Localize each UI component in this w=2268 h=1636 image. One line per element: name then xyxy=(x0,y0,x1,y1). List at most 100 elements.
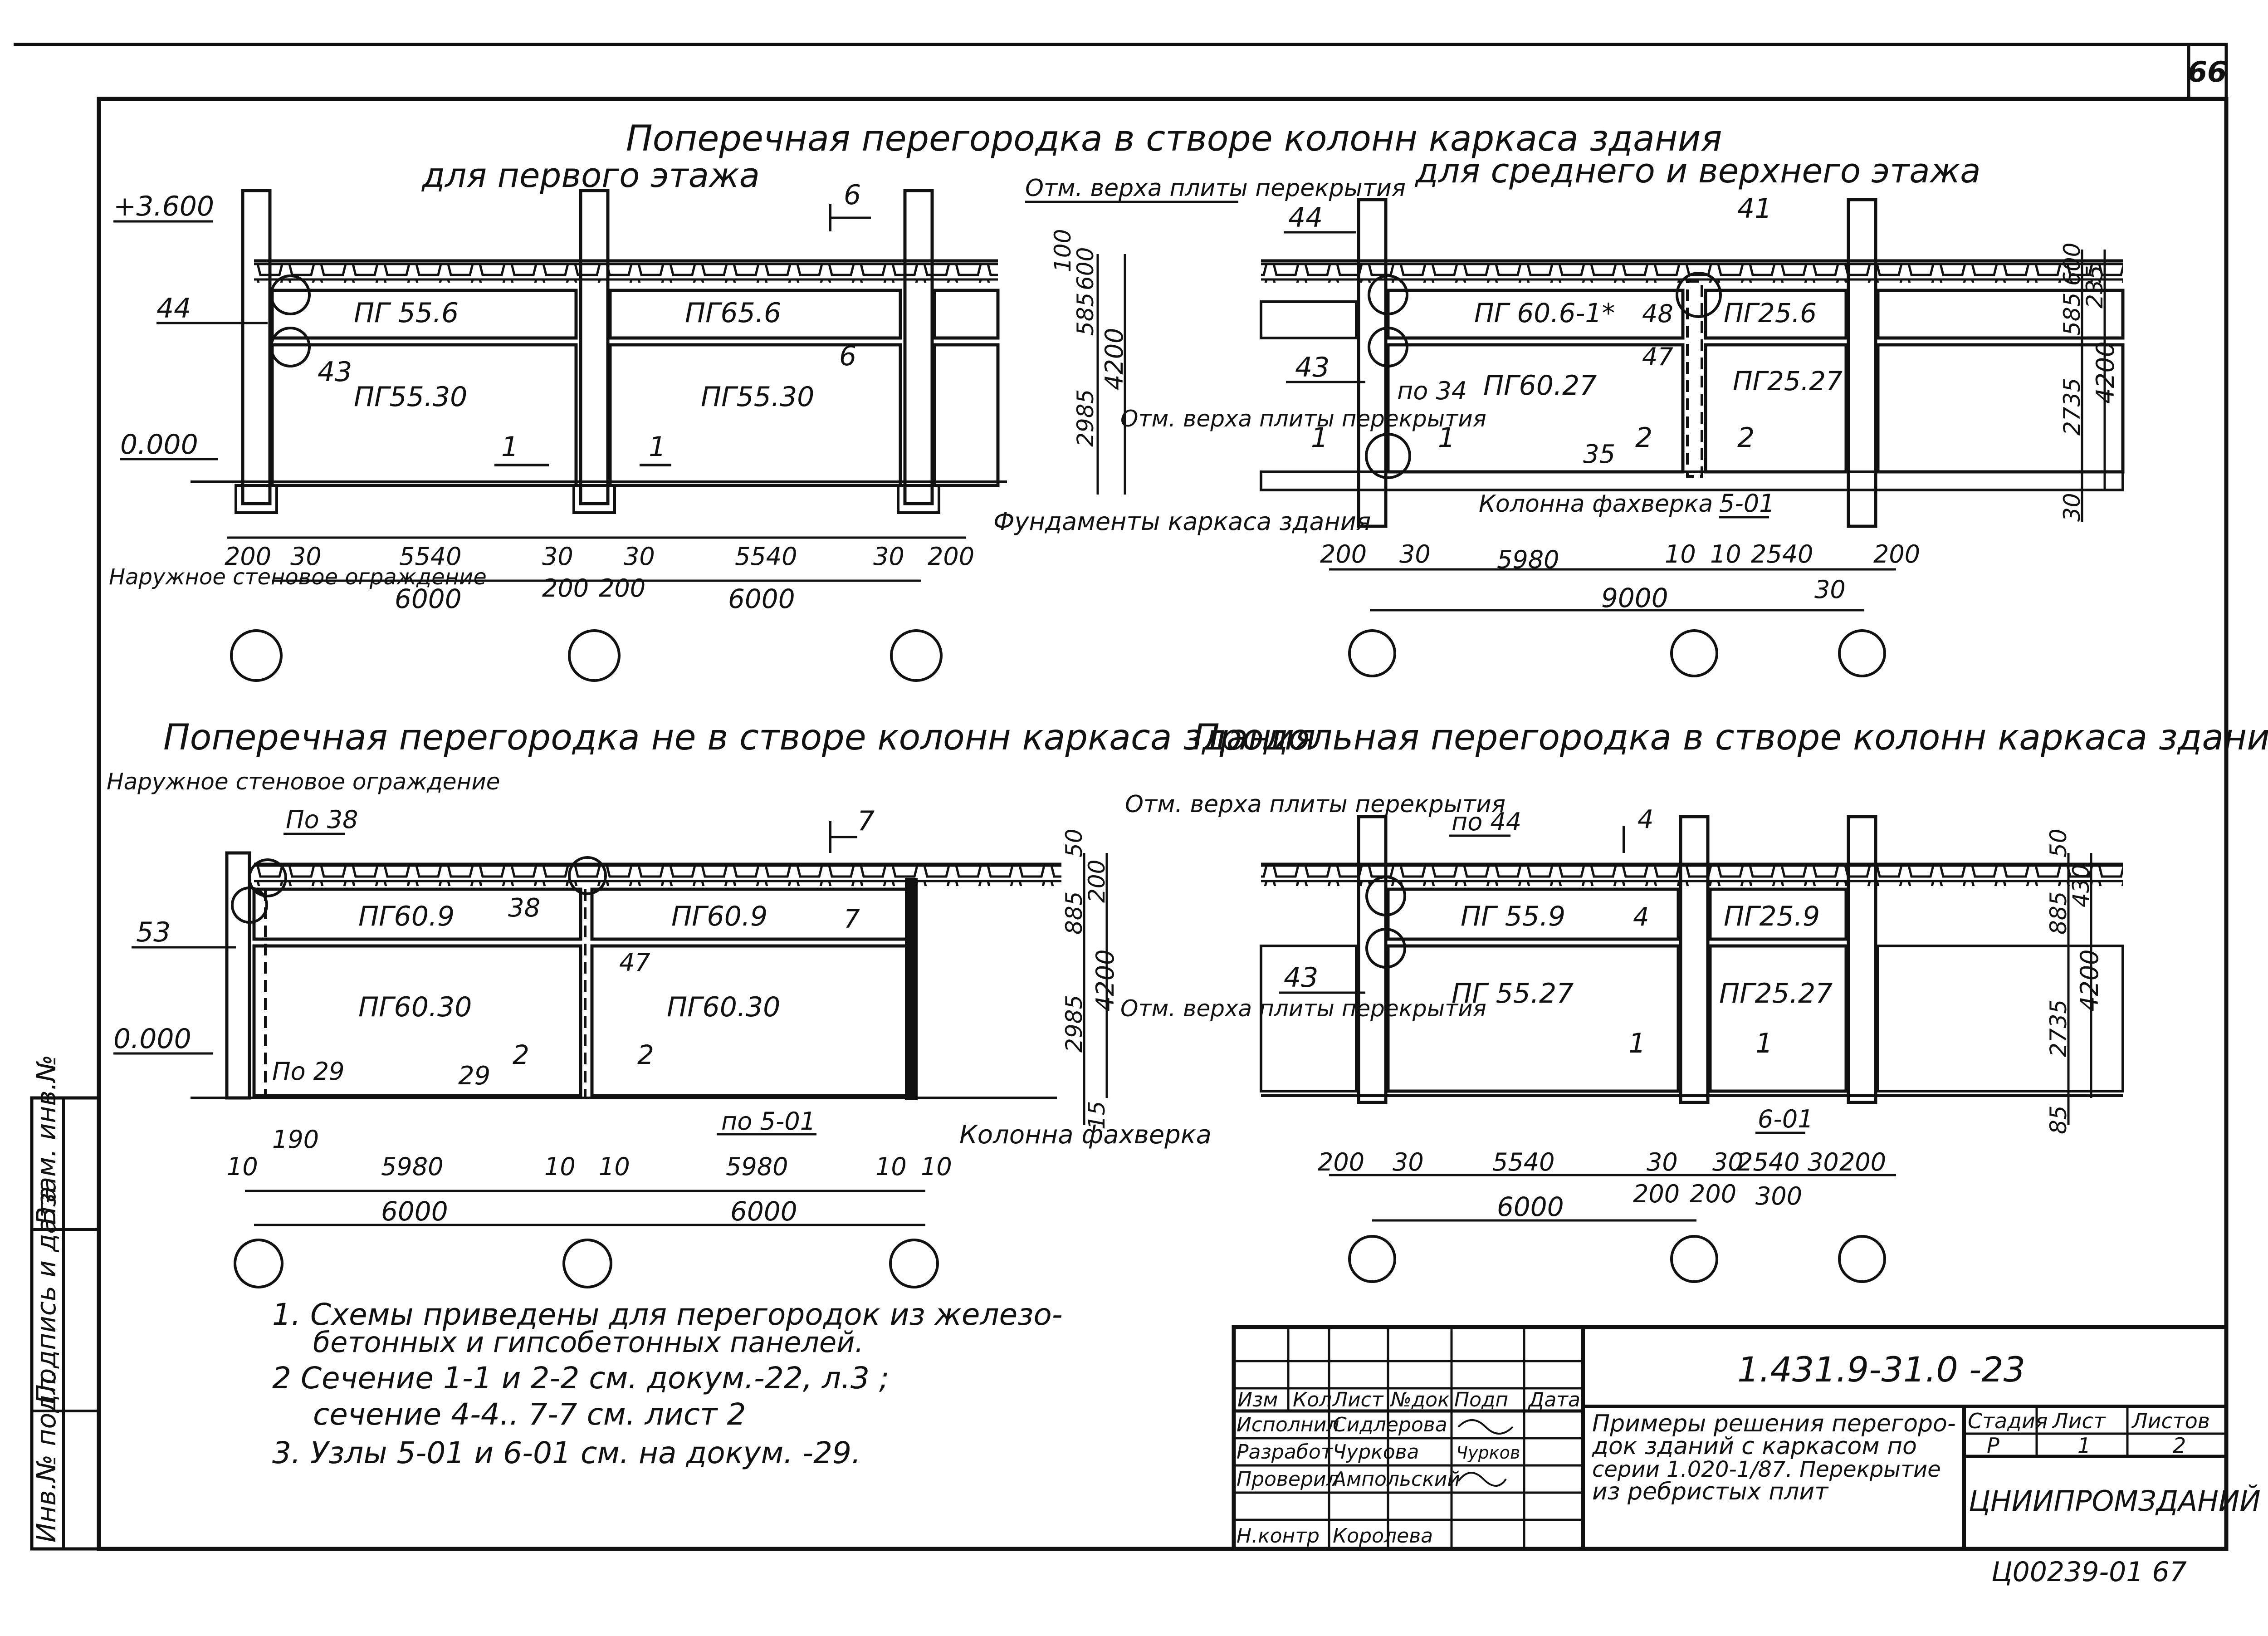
tb-stage-label: Стадия xyxy=(1968,1409,2048,1433)
dim-h: 5980 xyxy=(381,1152,443,1181)
title-block: Изм Кол Лист №док Подп Дата Исполнил Сид… xyxy=(1232,1325,2261,1551)
axis-bubble xyxy=(562,1239,612,1288)
tb-role: Н.контр xyxy=(1237,1524,1320,1548)
dim-v-total: 4200 xyxy=(2091,342,2120,404)
dim-h: 200 xyxy=(542,574,589,602)
level-zero: 0.000 xyxy=(120,429,198,460)
section-mark-2: 2 xyxy=(1635,422,1652,454)
column xyxy=(903,189,934,505)
dim-v: 2985 xyxy=(1072,389,1099,447)
diagram-cross-off-axis: Наружное стеновое ограждение По 38 53 38… xyxy=(107,769,1505,1288)
fachwerk-column xyxy=(905,878,918,1100)
beam-label-2: ПГ25.6 xyxy=(1724,298,1817,328)
node-po38: По 38 xyxy=(286,805,358,834)
tb-header: Подп xyxy=(1454,1388,1508,1411)
axis-bubble xyxy=(1348,629,1396,677)
section-mark-2: 2 xyxy=(513,1039,529,1070)
wall-panel xyxy=(1386,944,1680,1093)
dim-h: 200 xyxy=(225,542,271,571)
dim-h: 10 xyxy=(599,1152,630,1181)
stamp-podpis: Подпись и дата xyxy=(31,1186,62,1404)
section-mark-2b: 2 xyxy=(1737,422,1755,454)
dim-h-total: 6000 xyxy=(1497,1191,1564,1222)
dim-v-total: 4200 xyxy=(1091,950,1119,1012)
node-po29: По 29 xyxy=(272,1057,345,1086)
tb-role: Проверил xyxy=(1237,1468,1339,1491)
section-mark-4b: 4 xyxy=(1633,902,1649,932)
level-zero: 0.000 xyxy=(113,1023,191,1055)
dim-h: 30 xyxy=(1393,1148,1424,1176)
dim-h: 200 xyxy=(928,542,974,571)
axis-bubble xyxy=(1838,629,1886,677)
dim-h: 5540 xyxy=(1492,1148,1554,1176)
diagram-longitudinal: по 44 43 ПГ 55.9 ПГ25.9 ПГ 55.27 ПГ25.27… xyxy=(1260,805,2124,1283)
beam-panel xyxy=(608,289,902,340)
tb-name: Сидлерова xyxy=(1333,1413,1447,1436)
dim-v: 235 xyxy=(2082,265,2108,309)
panel-label-1: ПГ 55.27 xyxy=(1452,978,1574,1009)
tb-sheet-label: Лист xyxy=(2052,1409,2106,1433)
label-slab-top: Отм. верха плиты перекрытия xyxy=(1125,791,1505,818)
dim-h: 300 xyxy=(1755,1182,1802,1210)
wall-panel xyxy=(1708,944,1848,1093)
column xyxy=(241,189,272,505)
axis-bubble xyxy=(1670,629,1718,677)
tb-role: Разработ xyxy=(1237,1440,1333,1464)
dim-h: 30 xyxy=(290,542,322,571)
dim-h: 200 xyxy=(1690,1180,1736,1208)
node-47: 47 xyxy=(1642,343,1673,371)
panel-label-1: ПГ60.27 xyxy=(1483,370,1597,402)
outer-wall xyxy=(225,851,251,1100)
section-mark-1: 1 xyxy=(1628,1028,1646,1059)
dim-h: 5980 xyxy=(726,1152,788,1181)
label-6-01: 6-01 xyxy=(1758,1105,1813,1133)
label-outer-wall: Наружное стеновое ограждение xyxy=(109,564,487,590)
beam-label-2: ПГ65.6 xyxy=(685,297,781,329)
beam-panel xyxy=(270,289,578,340)
column xyxy=(579,189,610,505)
stamp-inv-podl: Инв.№ подл. xyxy=(31,1369,62,1543)
panel-label-1: ПГ55.30 xyxy=(354,381,467,413)
node-po44: по 44 xyxy=(1452,808,1521,836)
node-43: 43 xyxy=(318,356,352,388)
axis-bubble xyxy=(568,629,621,682)
axis-bubble xyxy=(890,629,943,682)
dim-h: 10 xyxy=(1710,540,1741,568)
stamp-vzam: Взам. инв.№ xyxy=(31,1055,62,1225)
diagram-cross-mid-floor: 44 41 43 по 34 ПГ 60.6-1* 48 ПГ25.6 47 П… xyxy=(1260,193,2125,677)
axis-bubble xyxy=(889,1239,939,1288)
axis-bubble xyxy=(1348,1235,1396,1283)
floor-slab xyxy=(1261,261,2123,283)
panel-label-2: ПГ60.30 xyxy=(667,991,780,1023)
floor-slab xyxy=(254,261,998,283)
label-po-5-01: по 5-01 xyxy=(721,1107,816,1136)
tb-name: Ампольский xyxy=(1331,1468,1460,1491)
tb-organization: ЦНИИПРОМЗДАНИЙ xyxy=(1969,1484,2261,1518)
doc-code: 1.431.9-31.0 -23 xyxy=(1737,1349,2025,1390)
dim-h: 30 xyxy=(1647,1148,1678,1176)
section-mark-6: 6 xyxy=(844,179,861,211)
dim-h: 30 xyxy=(873,542,904,571)
section-mark-4: 4 xyxy=(1637,805,1654,834)
dim-v: 885 xyxy=(2045,891,2072,935)
label-slab-top-2: Отм. верха плиты перекрытия xyxy=(1120,406,1486,432)
title-top: Поперечная перегородка в створе колонн к… xyxy=(626,118,1722,159)
column xyxy=(1357,198,1388,528)
column xyxy=(1847,198,1877,528)
dim-h: 30 xyxy=(1814,575,1846,604)
dim-h: 200 xyxy=(1318,1148,1364,1176)
tb-sheet-value: 1 xyxy=(2077,1433,2091,1458)
dim-v: 200 xyxy=(1084,860,1110,903)
dim-v: 15 xyxy=(1084,1101,1110,1130)
label-column: Колонна фахверка xyxy=(959,1120,1212,1150)
dim-h: 200 xyxy=(1633,1180,1680,1208)
tb-name: Чуркова xyxy=(1333,1440,1419,1464)
dim-v: 2735 xyxy=(2059,378,2085,436)
dim-h: 5980 xyxy=(1497,545,1559,574)
dim-v: 600 xyxy=(2059,243,2085,286)
tb-name: Королева xyxy=(1333,1524,1433,1548)
dim-v: 50 xyxy=(2045,828,2072,857)
section-mark-2b: 2 xyxy=(637,1039,654,1070)
note-line: 3. Узлы 5-01 и 6-01 см. на докум. -29. xyxy=(272,1435,861,1470)
tb-role: Исполнил xyxy=(1237,1413,1339,1436)
